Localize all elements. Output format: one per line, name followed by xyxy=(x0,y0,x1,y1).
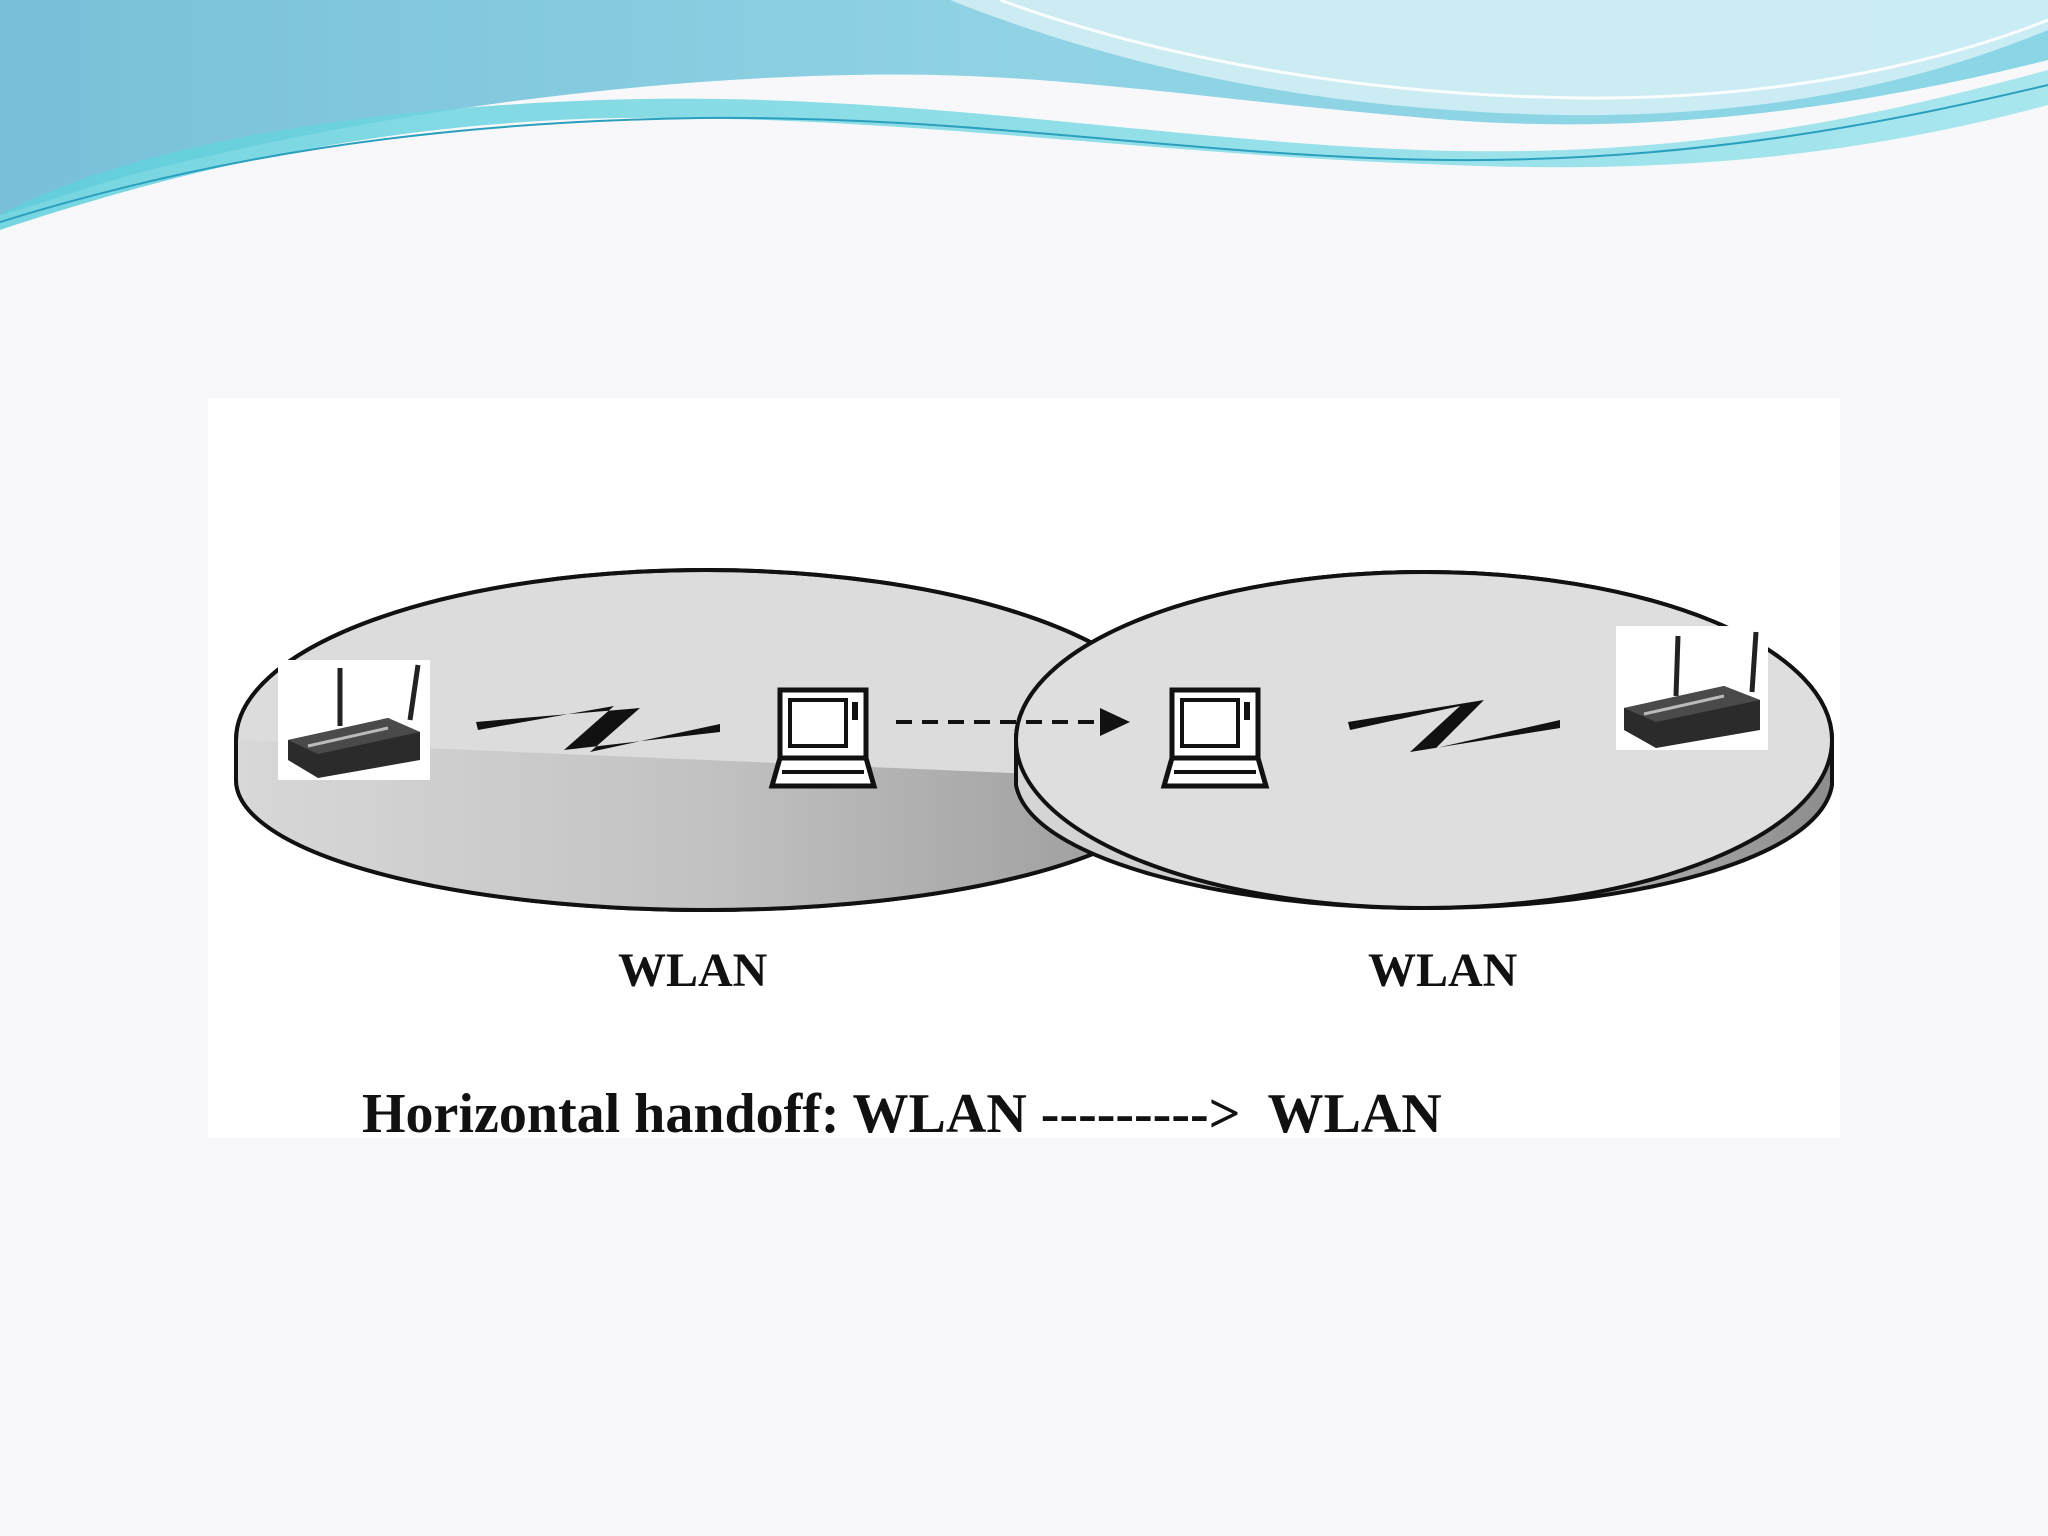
lightning-signal-icon xyxy=(1348,700,1560,752)
header-wave-decoration xyxy=(0,0,2048,230)
laptop-icon xyxy=(768,687,878,789)
handoff-caption: Horizontal handoff: WLAN ---------> WLAN xyxy=(362,1083,1442,1145)
lightning-signal-icon xyxy=(476,706,720,752)
dashed-arrow-icon xyxy=(896,708,1130,736)
left-wlan-cell xyxy=(234,568,1178,912)
wireless-router-icon xyxy=(278,660,430,780)
right-network-label: WLAN xyxy=(1368,944,1518,997)
wireless-router-icon xyxy=(1616,626,1768,750)
laptop-icon xyxy=(1160,687,1270,789)
left-network-label: WLAN xyxy=(618,944,768,997)
